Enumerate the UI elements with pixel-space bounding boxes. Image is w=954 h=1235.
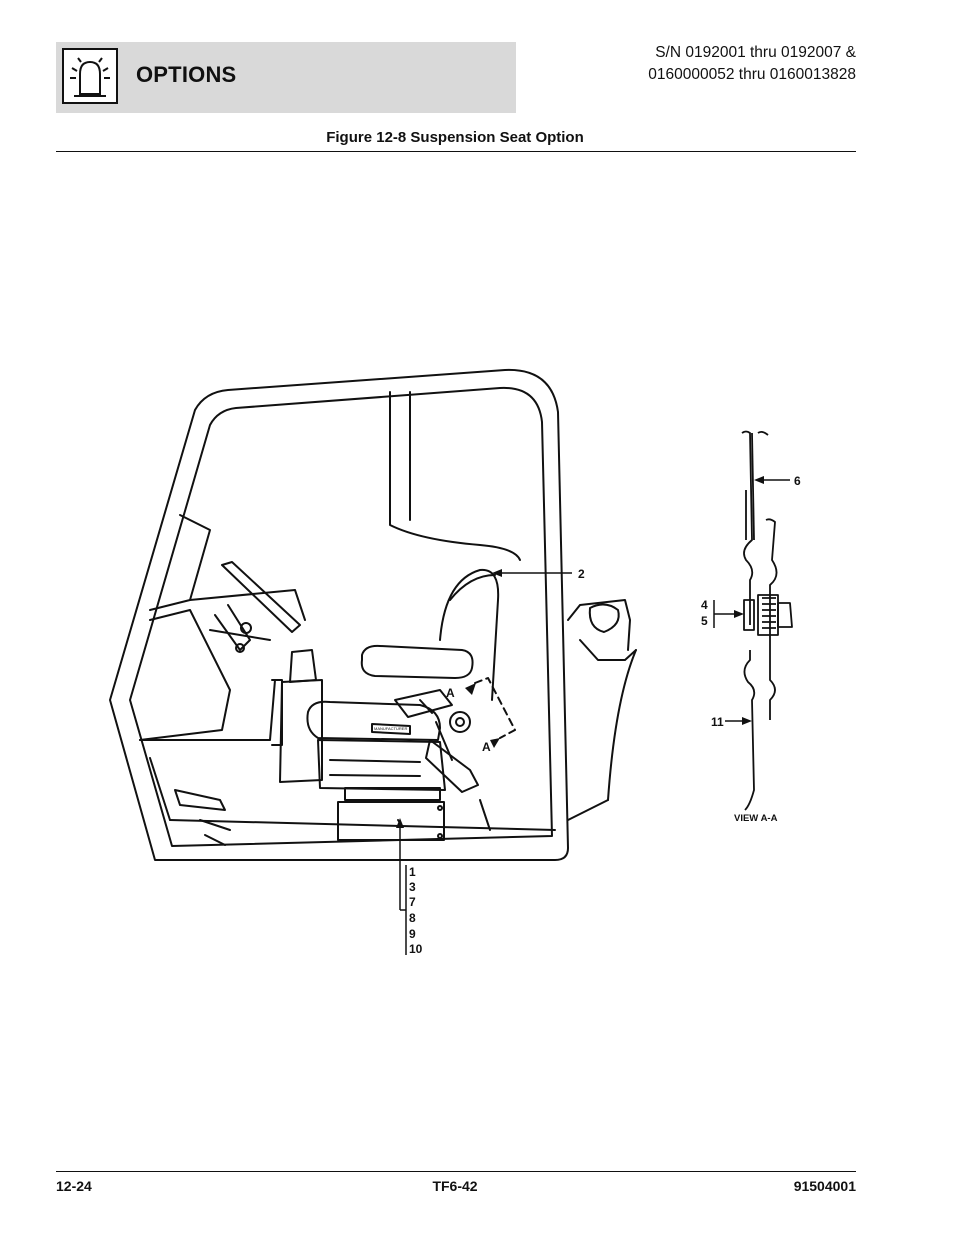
callout-5: 5 <box>701 614 708 628</box>
callout-9: 9 <box>409 927 416 941</box>
seat-brand-label: MANUFACTURER <box>374 726 407 731</box>
callout-10: 10 <box>409 942 423 956</box>
serial-range: S/N 0192001 thru 0192007 & 0160000052 th… <box>648 42 856 86</box>
footer-rule <box>56 1171 856 1172</box>
document-number: 91504001 <box>793 1178 856 1194</box>
callout-3: 3 <box>409 880 416 894</box>
view-a-a-label: VIEW A-A <box>734 813 778 824</box>
callout-8: 8 <box>409 911 416 925</box>
callout-11: 11 <box>711 715 724 729</box>
callout-6: 6 <box>794 474 801 488</box>
callout-2: 2 <box>578 567 585 581</box>
page-number: 12-24 <box>56 1178 92 1194</box>
section-title: OPTIONS <box>136 62 237 87</box>
callout-a-upper: A <box>446 686 455 700</box>
callout-a-lower: A <box>482 740 491 754</box>
serial-line-2: 0160000052 thru 0160013828 <box>648 66 856 83</box>
header-rule <box>56 151 856 152</box>
header-banner <box>56 42 516 113</box>
callout-4: 4 <box>701 598 708 612</box>
serial-line-1: S/N 0192001 thru 0192007 & <box>655 44 856 61</box>
callout-7: 7 <box>409 895 416 909</box>
model-number: TF6-42 <box>432 1178 478 1194</box>
beacon-light-icon <box>62 48 118 104</box>
callout-1: 1 <box>409 865 416 879</box>
figure-title: Figure 12-8 Suspension Seat Option <box>326 129 584 146</box>
